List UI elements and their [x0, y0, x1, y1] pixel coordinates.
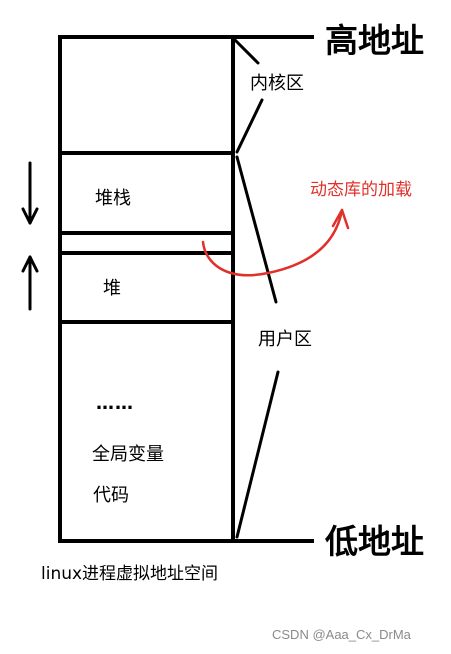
- heap-up-arrow: [21, 255, 39, 311]
- high-address-label: 高地址: [325, 21, 424, 60]
- dynamic-lib-arrow: [201, 208, 350, 277]
- user-space-label: 用户区: [258, 329, 312, 350]
- user-bracket-top: [235, 155, 278, 304]
- globals-label: 全局变量: [92, 444, 164, 465]
- low-address-label: 低地址: [325, 522, 424, 561]
- user-bracket-bottom: [235, 370, 280, 539]
- code-label: 代码: [93, 485, 129, 506]
- kernel-bracket-top: [233, 38, 260, 65]
- stack-down-arrow: [21, 161, 39, 225]
- dynamic-lib-label: 动态库的加载: [310, 180, 412, 200]
- ellipsis-label: ……: [96, 393, 134, 414]
- kernel-bracket-bottom: [235, 98, 264, 154]
- heap-label: 堆: [103, 278, 121, 299]
- watermark: CSDN @Aaa_Cx_DrMa: [272, 627, 411, 642]
- kernel-space-label: 内核区: [250, 73, 304, 94]
- stack-label: 堆栈: [95, 188, 131, 209]
- diagram-caption: linux进程虚拟地址空间: [41, 564, 219, 584]
